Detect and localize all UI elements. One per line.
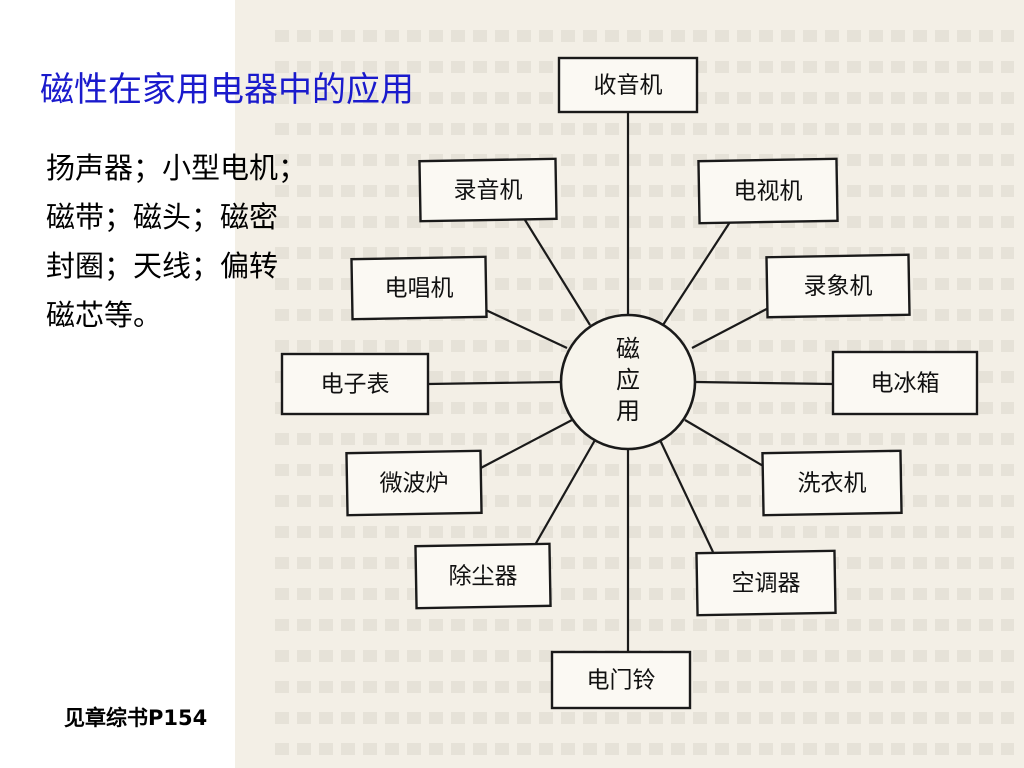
node-box-luyinji xyxy=(418,157,558,223)
node-label-dianmenling: 电门铃 xyxy=(587,668,656,694)
footer-reference: 见章综书P154 xyxy=(64,702,207,732)
node-label-kongtiaoqi: 空调器 xyxy=(732,571,801,597)
center-label-char: 应 xyxy=(616,366,640,394)
node-label-dianchangji: 电唱机 xyxy=(385,276,454,302)
connector-line-dianzibiao xyxy=(427,380,561,386)
body-line: 扬声器；小型电机； xyxy=(46,151,308,185)
scan-texture-line xyxy=(275,712,1014,724)
connector-line-dianshiji xyxy=(662,221,731,326)
node-label-chuchenqi: 除尘器 xyxy=(449,564,518,590)
node-box-dianshiji xyxy=(697,157,839,225)
node-box-dianbingxiang xyxy=(831,350,979,416)
footer-reference-page: P154 xyxy=(148,706,208,730)
connector-line-luxiangji xyxy=(691,301,781,349)
center-label-char: 用 xyxy=(616,397,640,425)
scan-texture-line xyxy=(275,743,1014,755)
node-box-xiyiji xyxy=(761,449,903,517)
node-box-dianzibiao xyxy=(280,352,430,416)
node-label-shouyinji: 收音机 xyxy=(594,73,663,99)
node-label-dianshiji: 电视机 xyxy=(734,179,803,205)
center-node: 磁 应 用 xyxy=(559,313,697,451)
magnetism-application-diagram: 磁 应 用 收音机 录音机 电视机 电唱机 录象机 电子表 xyxy=(280,56,979,710)
node-box-chuchenqi xyxy=(414,542,552,610)
node-box-weibolu xyxy=(345,449,483,517)
footer-reference-prefix: 见章综书 xyxy=(64,706,148,730)
connector-line-kongtiaoqi xyxy=(659,439,714,553)
body-line: 磁带；磁头；磁密 xyxy=(46,200,279,234)
node-label-weibolu: 微波炉 xyxy=(380,471,449,497)
node-label-xiyiji: 洗衣机 xyxy=(798,471,867,497)
node-box-kongtiaoqi xyxy=(695,549,837,617)
node-label-dianbingxiang: 电冰箱 xyxy=(871,371,940,397)
node-label-luxiangji: 录象机 xyxy=(804,274,873,300)
scan-texture-line xyxy=(275,526,1014,538)
center-label-char: 磁 xyxy=(616,335,640,363)
connector-line-xiyiji xyxy=(684,419,771,471)
connector-line-dianbingxiang xyxy=(695,380,834,386)
body-text: 扬声器；小型电机； 磁带；磁头；磁密 封圈；天线；偏转 磁芯等。 xyxy=(46,144,336,340)
connector-line-weibolu xyxy=(476,419,573,471)
connector-line-dianchangji xyxy=(474,304,568,349)
scan-texture-line xyxy=(275,123,1014,135)
node-label-dianzibiao: 电子表 xyxy=(321,372,390,398)
scan-texture-line xyxy=(275,30,1014,42)
node-label-luyinji: 录音机 xyxy=(454,178,523,204)
node-box-luxiangji xyxy=(765,253,911,319)
node-box-dianmenling xyxy=(550,650,692,710)
slide-title: 磁性在家用电器中的应用 xyxy=(40,70,414,110)
node-box-dianchangji xyxy=(350,255,488,321)
connector-line-luyinji xyxy=(524,219,591,326)
body-line: 磁芯等。 xyxy=(46,298,163,332)
scan-texture-line xyxy=(275,619,1014,631)
connector-line-chuchenqi xyxy=(534,439,596,546)
node-box-shouyinji xyxy=(557,56,699,114)
body-line: 封圈；天线；偏转 xyxy=(46,249,279,283)
